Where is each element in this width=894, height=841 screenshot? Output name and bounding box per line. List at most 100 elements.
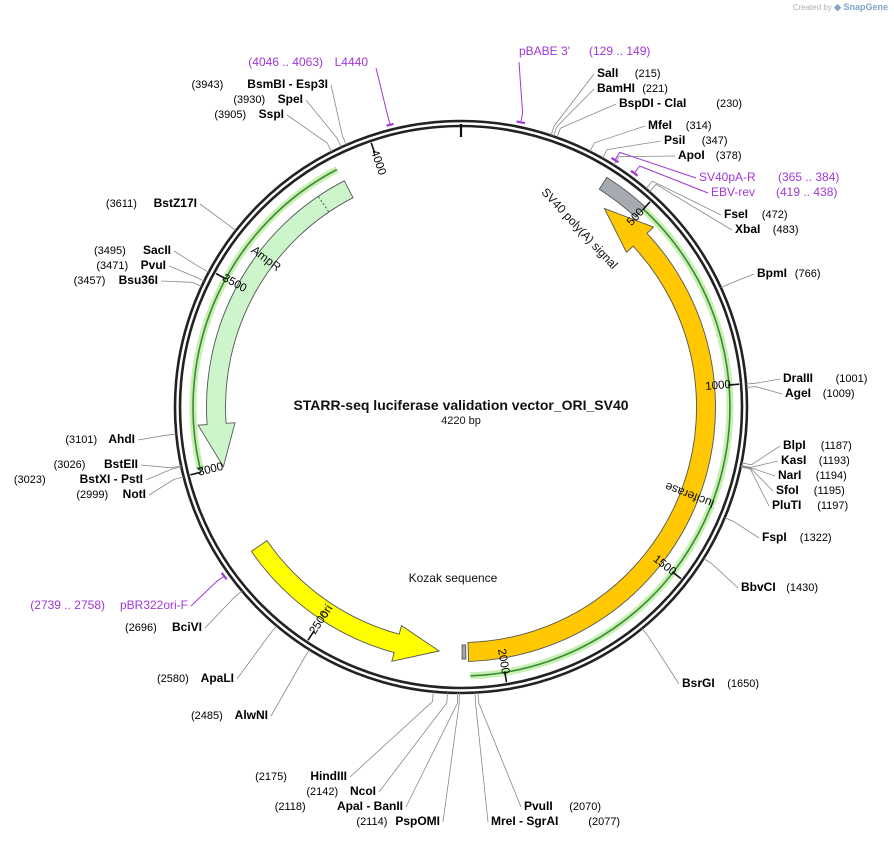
primer-site[interactable]: EBV-rev(419 .. 438) <box>630 165 837 199</box>
enzyme-position: (2070) <box>569 801 601 813</box>
enzyme-position: (1193) <box>819 455 850 467</box>
enzyme-leader <box>173 250 209 273</box>
enzyme-name: BlpI <box>783 438 806 452</box>
enzyme-position: (3930) <box>233 94 265 106</box>
enzyme-position: (1197) <box>817 500 848 512</box>
enzyme-position: (2485) <box>191 710 223 722</box>
enzyme-site[interactable]: PspOMI(2114) <box>356 814 440 828</box>
primer-name: pBABE 3' <box>519 44 570 58</box>
enzyme-leader <box>442 692 460 823</box>
enzyme-position: (1194) <box>816 470 847 482</box>
enzyme-leader <box>349 691 434 778</box>
primer-site[interactable]: pBR322ori-F(2739 .. 2758) <box>30 572 228 612</box>
enzyme-leader <box>550 73 595 136</box>
enzyme-position: (3026) <box>54 459 86 471</box>
enzyme-site[interactable]: SacII(3495) <box>94 243 171 257</box>
enzyme-site[interactable]: BamHI(221) <box>597 81 668 95</box>
enzyme-site[interactable]: KasI(1193) <box>781 453 850 467</box>
snapgene-logo: ◆ SnapGene <box>834 2 888 12</box>
enzyme-site[interactable]: FseI (472) <box>724 207 787 221</box>
feature-sv40[interactable] <box>598 176 646 218</box>
enzyme-site[interactable]: BstEII (3026) <box>54 457 138 471</box>
enzyme-site[interactable]: BsmBI - Esp3I(3943) <box>192 77 328 91</box>
enzyme-site[interactable]: NarI(1194) <box>778 468 847 482</box>
enzyme-site[interactable]: Bsu36I(3457) <box>74 273 158 287</box>
enzyme-leader <box>148 476 184 496</box>
primer-leader <box>615 151 697 179</box>
enzyme-name: FseI <box>724 207 748 221</box>
features-layer <box>197 176 716 662</box>
enzyme-site[interactable]: PsiI(347) <box>664 133 727 147</box>
enzyme-site[interactable]: BbvCI(1430) <box>741 580 818 594</box>
enzyme-site[interactable]: BstZ17I(3611) <box>106 196 197 210</box>
enzyme-position: (2114) <box>356 816 387 828</box>
feature-ori[interactable] <box>250 539 441 662</box>
enzyme-site[interactable]: BspDI - ClaI(230) <box>619 96 742 110</box>
enzyme-leader <box>601 140 662 159</box>
enzyme-site[interactable]: PvuII (2070) <box>524 799 601 813</box>
enzyme-name: BstEII <box>104 457 138 471</box>
enzyme-site[interactable]: AgeI(1009) <box>785 386 855 400</box>
enzyme-name: BstZ17I <box>154 196 197 210</box>
credit-prefix: Created by <box>792 3 832 12</box>
primer-site[interactable]: pBABE 3'(129 .. 149) <box>516 44 651 125</box>
feature-ampr[interactable] <box>197 180 354 468</box>
enzyme-site[interactable]: PvuI(3471) <box>96 258 166 272</box>
enzyme-leader <box>740 465 774 492</box>
enzyme-name: HindIII <box>310 769 347 783</box>
enzyme-name: Bsu36I <box>119 273 158 287</box>
enzyme-site[interactable]: ApaLI(2580) <box>157 671 234 685</box>
enzyme-site[interactable]: BciVI(2696) <box>125 620 202 634</box>
primer-position: (419 .. 438) <box>776 185 837 199</box>
enzyme-site[interactable]: NcoI(2142) <box>306 784 376 798</box>
enzyme-position: (472) <box>762 209 788 221</box>
enzyme-name: DraIII <box>783 371 813 385</box>
feature-luciferase[interactable] <box>467 207 716 662</box>
enzyme-name: BbvCI <box>741 580 776 594</box>
enzyme-site[interactable]: SspI(3905) <box>214 107 284 121</box>
enzyme-site[interactable]: BsrGI(1650) <box>682 676 759 690</box>
enzyme-site[interactable]: SpeI(3930) <box>233 92 303 106</box>
enzyme-leader <box>741 445 781 466</box>
enzyme-name: NotI <box>123 487 146 501</box>
enzyme-name: PvuII <box>524 799 553 813</box>
enzyme-leader <box>286 114 333 153</box>
enzyme-site[interactable]: ApoI(378) <box>678 148 741 162</box>
primer-site[interactable]: SV40pA-R(365 .. 384) <box>610 151 840 184</box>
enzyme-site[interactable]: NotI(2999) <box>76 487 146 501</box>
enzyme-site[interactable]: XbaI(483) <box>735 222 798 236</box>
enzyme-site[interactable]: PluTI(1197) <box>772 498 848 512</box>
enzyme-site[interactable]: ApaI - BanII(2118) <box>275 799 403 813</box>
primer-bar <box>630 169 639 177</box>
primer-bar <box>610 156 620 164</box>
enzyme-site[interactable]: HindIII (2175) <box>255 769 347 783</box>
feature-kozak[interactable] <box>461 644 467 660</box>
enzyme-site[interactable]: SalI(215) <box>597 66 660 80</box>
enzyme-position: (1322) <box>800 532 832 544</box>
enzyme-site[interactable]: DraIII(1001) <box>783 371 867 385</box>
enzyme-site[interactable]: SfoI(1195) <box>776 483 845 497</box>
enzyme-site[interactable]: AhdI(3101) <box>65 432 135 446</box>
primer-position: (4046 .. 4063) <box>248 55 323 69</box>
enzyme-position: (2696) <box>125 622 157 634</box>
enzyme-site[interactable]: AlwNI(2485) <box>191 708 268 722</box>
enzyme-site[interactable]: FspI(1322) <box>762 530 832 544</box>
enzyme-name: AgeI <box>785 386 811 400</box>
enzyme-position: (3943) <box>192 79 224 91</box>
enzyme-site[interactable]: MfeI(314) <box>648 118 711 132</box>
enzyme-name: ApoI <box>678 148 705 162</box>
primer-bar <box>220 572 228 581</box>
primer-site[interactable]: L4440(4046 .. 4063) <box>248 55 394 127</box>
enzyme-name: SalI <box>597 66 618 80</box>
enzyme-site[interactable]: BstXI - PstI(3023) <box>14 472 143 486</box>
tick-mark <box>190 471 202 476</box>
enzyme-leader <box>556 103 617 138</box>
enzyme-leader <box>405 692 458 808</box>
enzyme-site[interactable]: BpmI(766) <box>757 266 820 280</box>
enzyme-name: BamHI <box>597 81 635 95</box>
enzyme-site[interactable]: MreI - SgrAI(2077) <box>491 814 620 828</box>
enzyme-site[interactable]: BlpI(1187) <box>783 438 852 452</box>
enzyme-position: (2175) <box>255 771 287 783</box>
enzyme-name: PvuI <box>141 258 166 272</box>
